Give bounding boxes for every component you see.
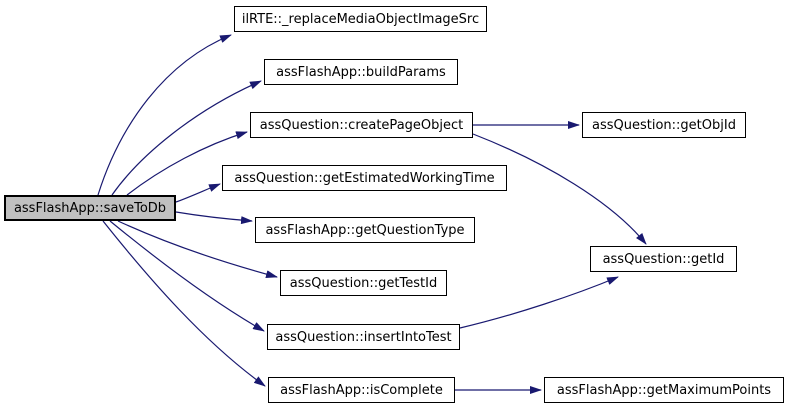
edge-savetodb-createpageobject <box>126 131 248 196</box>
edge-createpageobject-getid <box>472 133 647 245</box>
edge-savetodb-replacemediaobjectimagesrc <box>97 34 232 196</box>
node-is-complete[interactable]: assFlashApp::isComplete <box>268 377 455 403</box>
node-get-estimated-working-time[interactable]: assQuestion::getEstimatedWorkingTime <box>222 165 507 191</box>
node-get-id[interactable]: assQuestion::getId <box>590 246 737 272</box>
edge-savetodb-getestimatedworkingtime <box>175 183 221 203</box>
node-create-page-object[interactable]: assQuestion::createPageObject <box>250 112 473 138</box>
edge-savetodb-iscomplete <box>102 220 266 387</box>
edge-savetodb-gettestid <box>117 220 278 279</box>
edge-insertintotest-getid <box>459 276 619 329</box>
node-save-to-db: assFlashApp::saveToDb <box>4 195 176 221</box>
node-get-test-id[interactable]: assQuestion::getTestId <box>280 270 447 296</box>
node-get-obj-id[interactable]: assQuestion::getObjId <box>582 112 746 138</box>
node-insert-into-test[interactable]: assQuestion::insertIntoTest <box>267 324 460 350</box>
node-get-question-type[interactable]: assFlashApp::getQuestionType <box>255 217 475 243</box>
node-get-maximum-points[interactable]: assFlashApp::getMaximumPoints <box>544 377 784 403</box>
edge-savetodb-buildparams <box>111 80 262 196</box>
edge-savetodb-insertintotest <box>109 220 265 332</box>
edge-savetodb-getquestiontype <box>175 211 253 225</box>
node-replace-media-object-image-src[interactable]: ilRTE::_replaceMediaObjectImageSrc <box>234 6 487 32</box>
node-build-params[interactable]: assFlashApp::buildParams <box>264 59 458 85</box>
